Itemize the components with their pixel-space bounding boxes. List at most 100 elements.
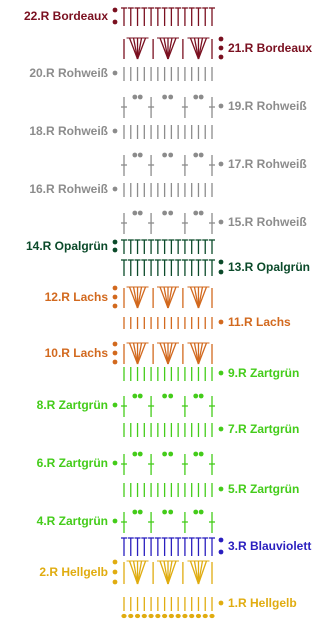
chain-stitch — [175, 613, 181, 619]
chain-stitch — [162, 613, 168, 619]
picot-dot — [193, 393, 199, 399]
row-label: 4.R Zartgrün — [37, 514, 108, 528]
stitch-mark — [163, 286, 169, 309]
pattern-row: 11.R Lachs — [123, 315, 291, 329]
pattern-row: 10.R Lachs — [45, 341, 213, 365]
chain-stitch — [148, 613, 154, 619]
stitch-mark — [132, 286, 139, 309]
chain-stitch — [155, 613, 161, 619]
picot-dot — [137, 393, 143, 399]
row-label: 1.R Hellgelb — [228, 596, 297, 610]
turning-chain-dot — [112, 402, 118, 408]
chain-stitch — [182, 613, 188, 619]
picot-dot — [162, 152, 168, 158]
turning-chain-dot — [112, 128, 118, 134]
picot-dot — [132, 210, 138, 216]
chain-stitch — [141, 613, 147, 619]
row-label: 18.R Rohweiß — [29, 124, 108, 138]
stitch-mark — [167, 286, 177, 309]
row-label: 20.R Rohweiß — [29, 66, 108, 80]
turning-chain-dot — [112, 285, 118, 291]
stitch-mark — [163, 560, 169, 585]
row-label: 7.R Zartgrün — [228, 422, 299, 436]
turning-chain-dot — [112, 186, 118, 192]
pattern-row: 4.R Zartgrün — [37, 509, 215, 533]
turning-chain-dot — [218, 537, 224, 543]
turning-chain-dot — [218, 600, 224, 606]
chain-stitch — [134, 613, 141, 619]
picot-dot — [162, 509, 168, 515]
row-label: 21.R Bordeaux — [228, 41, 312, 55]
turning-chain-dot — [112, 7, 118, 13]
picot-dot — [168, 152, 174, 158]
picot-dot — [132, 451, 138, 457]
turning-chain-dot — [218, 54, 224, 60]
pattern-row: 5.R Zartgrün — [123, 482, 299, 497]
picot-dot — [132, 94, 138, 100]
row-label: 9.R Zartgrün — [228, 366, 299, 380]
stitch-mark — [167, 560, 177, 585]
chain-stitch — [189, 613, 195, 619]
row-label: 10.R Lachs — [45, 346, 109, 360]
stitch-mark — [136, 286, 147, 309]
chain-stitch — [121, 613, 127, 619]
stitch-mark — [132, 37, 139, 60]
picot-dot — [193, 152, 199, 158]
picot-dot — [198, 451, 204, 457]
turning-chain-dot — [218, 549, 224, 555]
pattern-row: 1.R Hellgelb — [123, 596, 297, 611]
stitch-mark — [128, 560, 139, 585]
pattern-row: 16.R Rohweiß — [29, 182, 213, 197]
pattern-row: 12.R Lachs — [45, 285, 213, 309]
turning-chain-dot — [112, 341, 118, 347]
picot-dot — [198, 509, 204, 515]
turning-chain-dot — [218, 259, 224, 265]
turning-chain-dot — [112, 518, 118, 524]
turning-chain-dot — [218, 45, 224, 51]
stitch-mark — [193, 37, 200, 60]
turning-chain-dot — [112, 239, 118, 245]
picot-dot — [198, 210, 204, 216]
turning-chain-dot — [218, 426, 224, 432]
turning-chain-dot — [112, 359, 118, 365]
stitch-mark — [189, 286, 200, 309]
foundation-chain — [121, 613, 215, 619]
turning-chain-dot — [112, 460, 118, 466]
row-label: 16.R Rohweiß — [29, 182, 108, 196]
stitch-mark — [136, 342, 147, 365]
stitch-mark — [159, 286, 169, 309]
stitch-mark — [132, 560, 139, 585]
pattern-row: 8.R Zartgrün — [37, 393, 215, 417]
turning-chain-dot — [112, 579, 118, 585]
stitch-mark — [197, 37, 208, 60]
pattern-row: 7.R Zartgrün — [123, 422, 299, 437]
stitch-mark — [159, 37, 169, 60]
row-label: 14.R Opalgrün — [26, 239, 108, 253]
stitch-mark — [136, 560, 147, 585]
chain-stitch — [168, 613, 174, 619]
pattern-row: 21.R Bordeaux — [123, 36, 312, 60]
picot-dot — [193, 509, 199, 515]
turning-chain-dot — [218, 269, 224, 275]
picot-dot — [137, 94, 143, 100]
stitch-mark — [189, 342, 200, 365]
turning-chain-dot — [112, 569, 118, 575]
pattern-row: 17.R Rohweiß — [121, 152, 307, 176]
picot-dot — [137, 509, 143, 515]
turning-chain-dot — [218, 219, 224, 225]
stitch-mark — [193, 560, 200, 585]
stitch-mark — [197, 286, 208, 309]
picot-dot — [168, 210, 174, 216]
picot-dot — [132, 393, 138, 399]
turning-chain-dot — [218, 486, 224, 492]
stitch-mark — [189, 37, 200, 60]
turning-chain-dot — [112, 19, 118, 25]
picot-dot — [132, 509, 138, 515]
row-label: 8.R Zartgrün — [37, 398, 108, 412]
pattern-row: 19.R Rohweiß — [121, 94, 307, 118]
chain-stitch — [195, 613, 202, 619]
pattern-row: 9.R Zartgrün — [123, 366, 299, 381]
row-label: 13.R Opalgrün — [228, 260, 310, 274]
row-label: 17.R Rohweiß — [228, 157, 307, 171]
